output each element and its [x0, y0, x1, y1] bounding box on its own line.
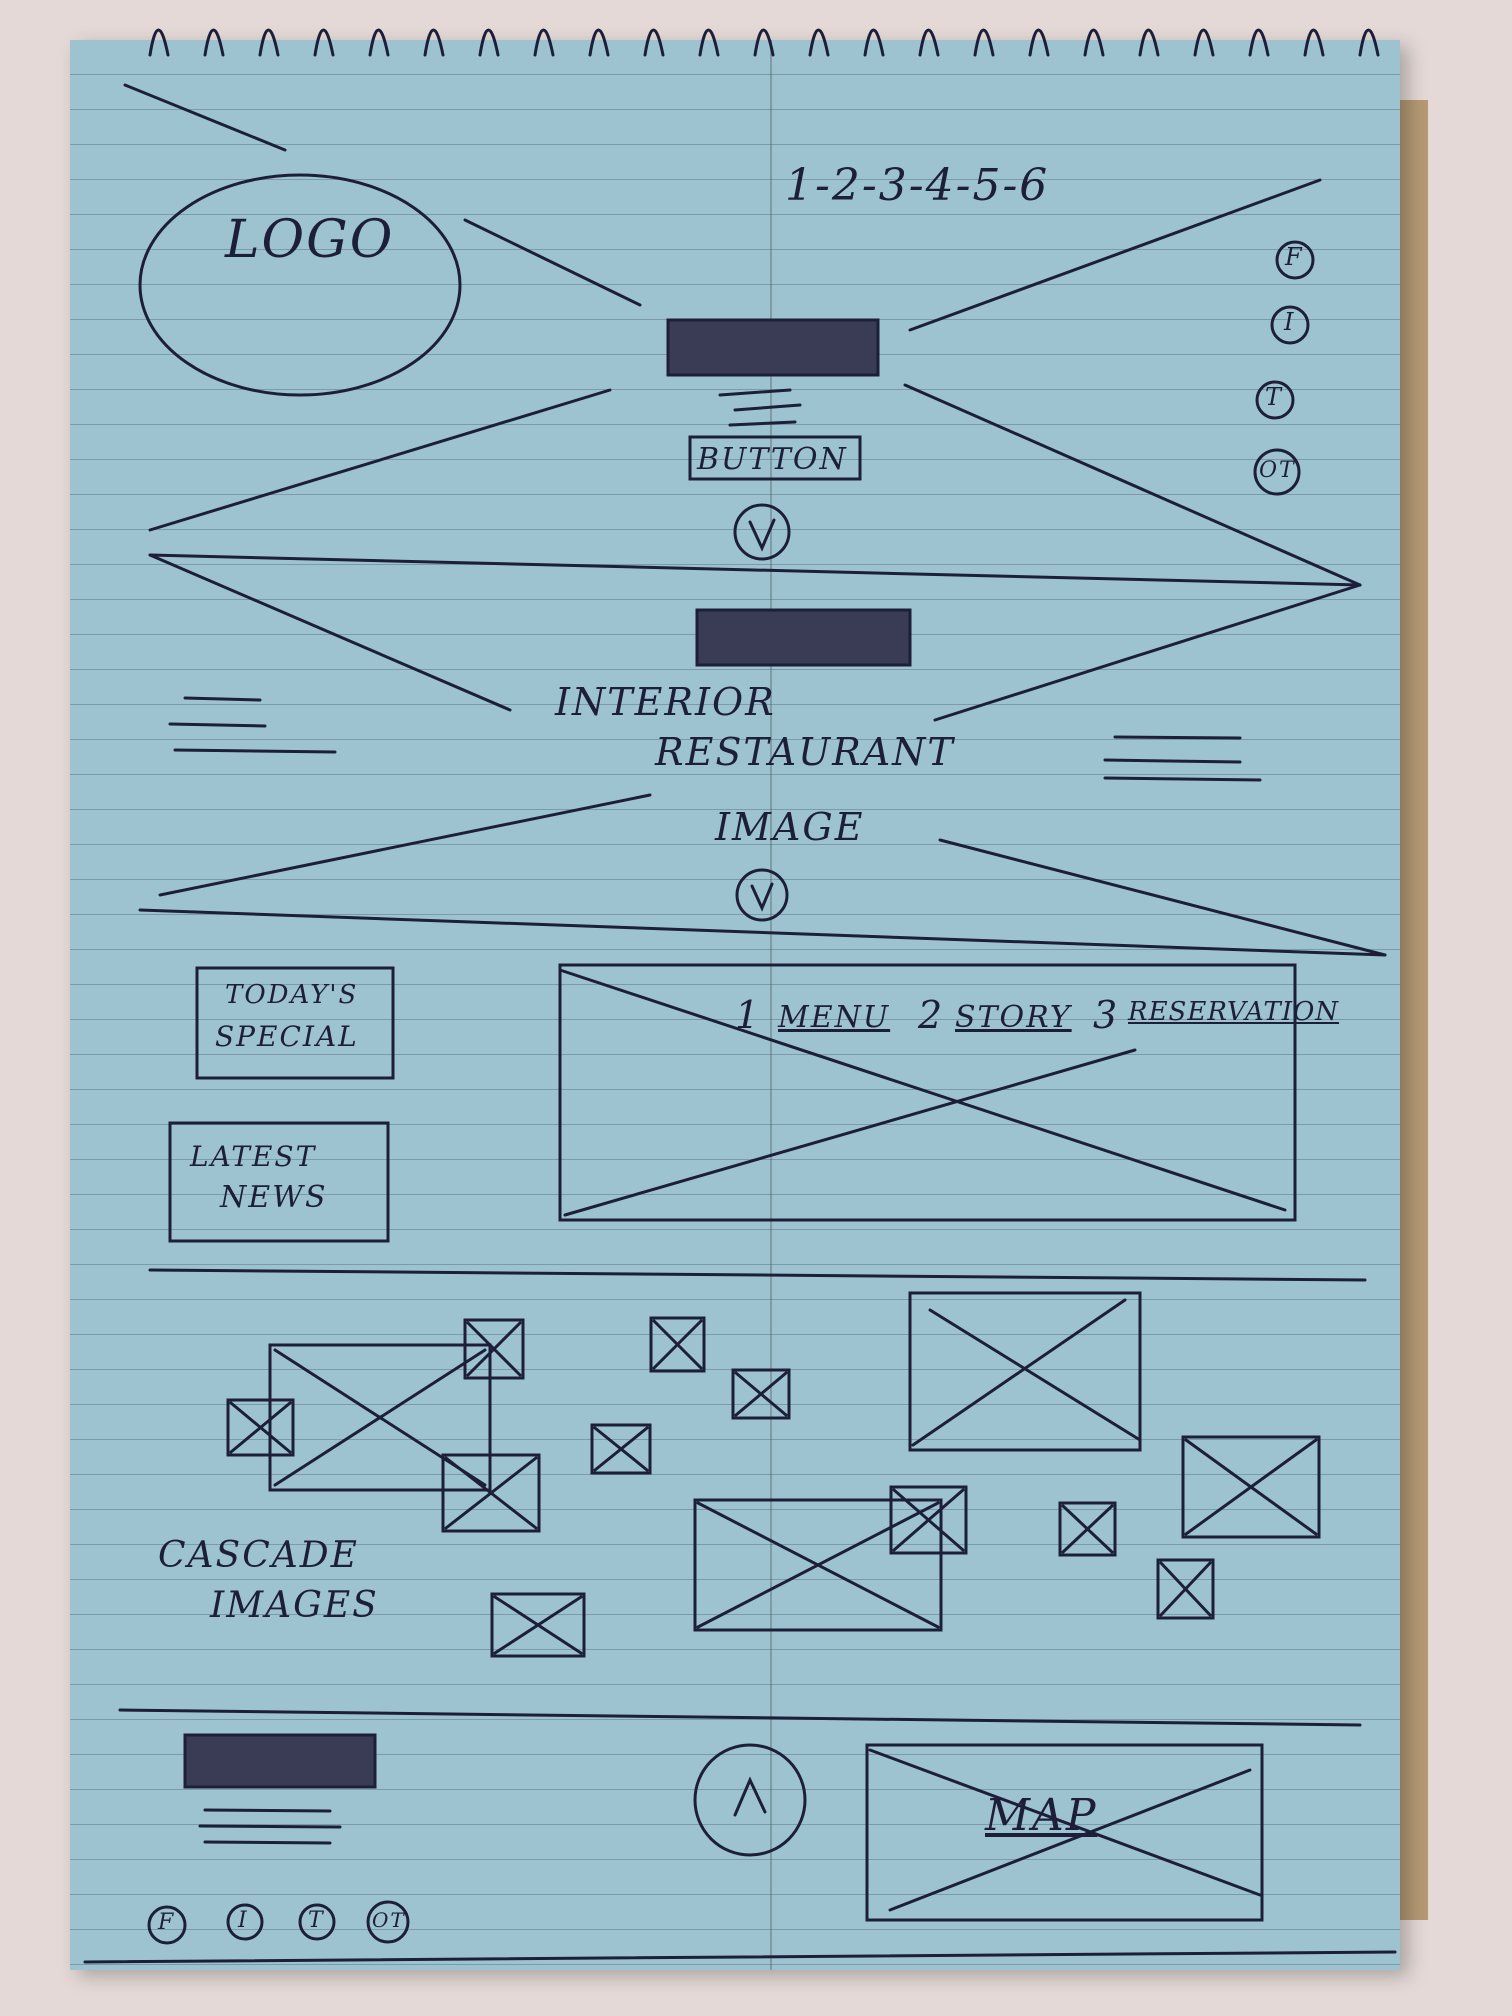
tab-menu[interactable]: MENU [778, 1000, 891, 1035]
social-circle-f [1275, 240, 1315, 280]
center-fold-line [770, 40, 772, 1970]
logo-text[interactable]: LOGO [225, 210, 395, 270]
hero-caption-line-1: INTERIOR [555, 680, 776, 724]
tab-reservation[interactable]: RESERVATION [1128, 997, 1340, 1027]
hero-button[interactable]: BUTTON [697, 442, 848, 477]
latest-news-box [168, 1121, 390, 1243]
logo-circle [138, 173, 462, 397]
button-outline [688, 435, 862, 481]
tab-story-number: 2 [918, 993, 945, 1037]
social-icon-instagram[interactable]: I [1284, 308, 1296, 336]
gallery-section-sketch [118, 1291, 1362, 1727]
footer-social-t [298, 1903, 336, 1941]
features-section-sketch [148, 963, 1367, 1282]
footer-heading-placeholder [183, 1733, 377, 1789]
heading-placeholder [666, 318, 880, 377]
pagination-label[interactable]: 1-2-3-4-5-6 [785, 160, 1050, 211]
hero-caption-line-3: IMAGE [715, 805, 865, 849]
footer-social-facebook[interactable]: F [158, 1910, 176, 1935]
header-section-sketch [123, 83, 1362, 587]
tab-story[interactable]: STORY [955, 1000, 1072, 1035]
scroll-down-circle-1 [733, 503, 791, 561]
cascade-label-line-2: IMAGES [210, 1585, 379, 1626]
hero-section-sketch [138, 553, 1387, 957]
social-circle-t [1255, 380, 1295, 420]
spiral-binding [148, 28, 1380, 57]
tab-reservation-number: 3 [1093, 993, 1120, 1037]
hero-caption-line-2: RESTAURANT [655, 730, 955, 774]
social-icon-facebook[interactable]: F [1285, 243, 1304, 271]
map-box [865, 1743, 1264, 1922]
back-to-top-circle [693, 1743, 807, 1857]
tabbed-content-image [558, 963, 1297, 1222]
social-circle-ot [1253, 448, 1301, 496]
todays-special-box [195, 966, 395, 1080]
footer-social-i [226, 1903, 264, 1941]
social-icon-twitter[interactable]: T [1265, 383, 1284, 411]
todays-special-line-1[interactable]: TODAY'S [225, 980, 359, 1010]
todays-special-line-2[interactable]: SPECIAL [215, 1020, 359, 1053]
footer-social-f [147, 1905, 187, 1945]
footer-social-opentable[interactable]: OT [372, 1908, 406, 1932]
social-circle-i [1270, 305, 1310, 345]
social-icon-opentable[interactable]: OT [1259, 458, 1296, 483]
scroll-down-circle-2 [735, 868, 789, 922]
latest-news-line-1[interactable]: LATEST [190, 1140, 317, 1173]
cascade-label-line-1: CASCADE [158, 1535, 359, 1576]
footer-social-instagram[interactable]: I [238, 1908, 249, 1933]
footer-section-sketch [83, 1733, 1397, 1964]
map-label[interactable]: MAP [985, 1790, 1098, 1841]
footer-social-ot [366, 1900, 410, 1944]
tab-menu-number: 1 [735, 993, 762, 1037]
latest-news-line-2[interactable]: NEWS [220, 1180, 328, 1215]
footer-social-twitter[interactable]: T [308, 1908, 325, 1933]
hero-heading-placeholder [695, 608, 912, 667]
